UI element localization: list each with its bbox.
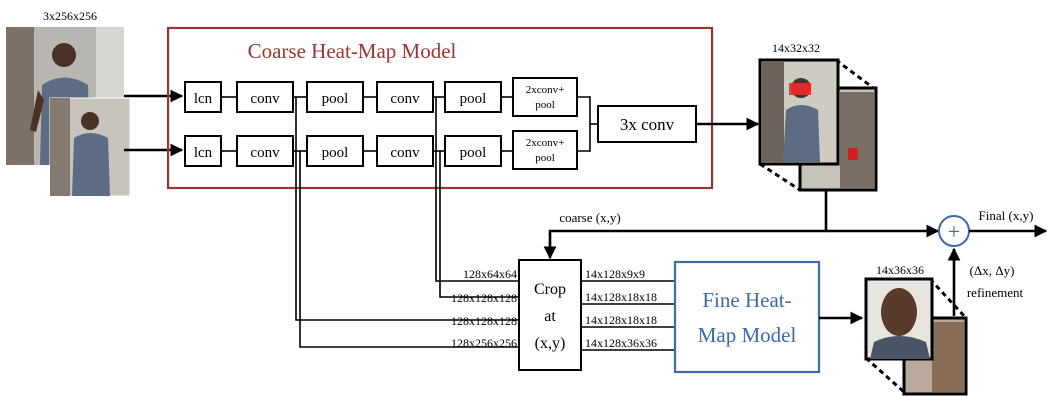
crop-output-wires	[581, 280, 675, 351]
bottom-pool2-block	[444, 135, 502, 167]
merge-3xconv-block	[597, 105, 697, 143]
bottom-lcn-label: lcn	[194, 145, 213, 161]
top-2xconv-line1: 2xconv+	[526, 84, 565, 96]
crop-output-size-3: 14x128x18x18	[585, 313, 657, 327]
coarse-xy-label: coarse (x,y)	[559, 210, 620, 225]
crop-output-size-4: 14x128x36x36	[585, 336, 657, 350]
crop-input-size-3: 128x128x128	[451, 314, 517, 328]
input-image-front	[49, 97, 131, 197]
crop-input-size-1: 128x64x64	[463, 267, 517, 281]
refinement-word-label: refinement	[967, 285, 1024, 300]
top-2xconv-line2: pool	[535, 99, 555, 111]
fine-model-frame	[673, 260, 821, 374]
coarse-model-title: Coarse Heat-Map Model	[248, 39, 457, 63]
top-pool2-block	[444, 81, 502, 113]
crop-input-size-4: 128x256x256	[451, 336, 517, 350]
crop-input-size-2: 128x128x128	[451, 291, 517, 305]
crop-output-size-2: 14x128x18x18	[585, 290, 657, 304]
crop-line2: at	[544, 308, 556, 325]
bottom-conv2-label: conv	[390, 145, 420, 161]
fine-heatmap-stack	[864, 277, 968, 396]
bottom-conv1-label: conv	[250, 145, 280, 161]
bottom-pool1-block	[306, 135, 364, 167]
top-conv2-label: conv	[390, 91, 420, 107]
input-size-label: 3x256x256	[43, 9, 97, 23]
fine-model-line1: Fine Heat-	[702, 288, 791, 312]
bottom-pool1-label: pool	[322, 145, 349, 161]
top-2xconv-pool-block	[512, 77, 578, 117]
top-pool1-label: pool	[322, 91, 349, 107]
refinement-delta-label: (Δx, Δy)	[970, 263, 1015, 278]
final-label: Final (x,y)	[979, 208, 1034, 223]
bottom-2xconv-line2: pool	[535, 152, 555, 164]
heatmap-size-label: 14x32x32	[772, 41, 820, 55]
fine-heatmap-size-label: 14x36x36	[876, 263, 924, 277]
coarse-xy-path	[543, 190, 828, 260]
bottom-conv1-block	[236, 135, 294, 167]
top-pool2-label: pool	[460, 91, 487, 107]
fine-model-line2: Map Model	[698, 323, 797, 347]
crop-output-size-1: 14x128x9x9	[585, 267, 645, 281]
bottom-pool2-label: pool	[460, 145, 487, 161]
top-pool1-block	[306, 81, 364, 113]
crop-line1: Crop	[534, 281, 566, 298]
merge-3xconv-label: 3x conv	[620, 115, 675, 134]
feature-tap-wires	[295, 97, 519, 348]
heatmap-stack	[758, 58, 878, 192]
top-lcn-label: lcn	[194, 91, 213, 107]
bottom-2xconv-line1: 2xconv+	[526, 137, 565, 149]
crop-line3: (x,y)	[535, 335, 566, 352]
crop-block	[518, 259, 582, 371]
bottom-2xconv-pool-block	[512, 130, 578, 170]
sum-symbol: +	[948, 219, 960, 244]
top-conv1-label: conv	[250, 91, 280, 107]
